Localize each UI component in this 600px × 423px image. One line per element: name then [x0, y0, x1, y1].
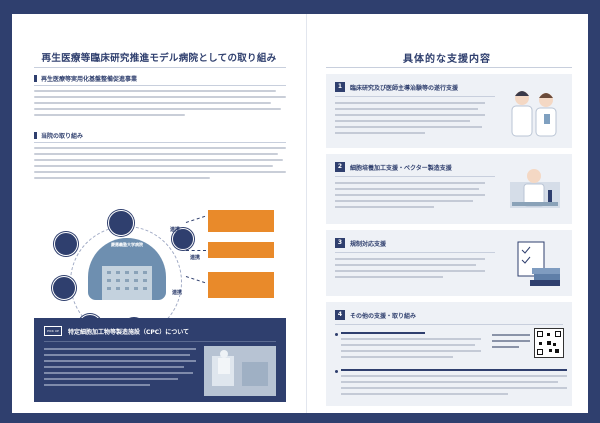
node-top — [108, 210, 134, 236]
card-1-body — [335, 102, 485, 138]
support-card-2: 2 細胞培養加工支援・ベクター製造支援 — [326, 154, 572, 224]
section-1-body — [34, 90, 286, 120]
support-card-3: 3 規制対応支援 — [326, 230, 572, 296]
cpc-rule — [44, 341, 276, 342]
section-2-body — [34, 147, 286, 183]
researchers-illustration — [511, 91, 557, 137]
card-2-rule — [335, 176, 495, 177]
cpc-title: 特定細胞加工物等製造施設（CPC）について — [68, 329, 190, 336]
qr-caption — [492, 330, 530, 358]
bullet-icon — [335, 370, 338, 373]
checklist-icon — [517, 241, 560, 286]
title-rule — [34, 67, 286, 68]
cpc-panel: PICK UP 特定細胞加工物等製造施設（CPC）について — [34, 318, 286, 402]
card-4-number: 4 — [335, 310, 345, 320]
qr-code-icon[interactable] — [534, 328, 564, 358]
partner-box-1 — [208, 210, 274, 232]
page-fold — [306, 14, 307, 413]
card-3-number: 3 — [335, 238, 345, 248]
card-4-item-1-body — [341, 332, 481, 362]
pickup-tag: PICK UP — [44, 326, 62, 336]
link-label-1: 連携 — [170, 227, 181, 233]
node-upper-right — [172, 228, 194, 250]
link-arrow-3 — [185, 276, 206, 284]
card-4-title: その他の支援・取り組み — [350, 313, 417, 320]
card-4-item-2-body — [341, 369, 567, 399]
right-page-title: 具体的な支援内容 — [403, 54, 491, 65]
card-1-rule — [335, 96, 495, 97]
card-2-body — [335, 182, 485, 212]
card-1-title: 臨床研究及び医師主導治験等の遂行支援 — [350, 85, 459, 92]
support-card-4: 4 その他の支援・取り組み — [326, 302, 572, 406]
cpc-body — [44, 348, 196, 390]
section-heading-2: 当院の取り組み — [34, 131, 286, 143]
hospital-illustration: 慶應義塾大学病院 — [88, 238, 166, 300]
card-3-body — [335, 258, 485, 282]
node-upper-left — [54, 232, 78, 256]
hospital-building — [102, 266, 152, 300]
card-3-title: 規制対応支援 — [350, 241, 387, 248]
brochure-page: 再生医療等臨床研究推進モデル病院としての取り組み 再生医療等実用化基盤整備促進事… — [12, 14, 588, 413]
card-4-rule — [335, 324, 563, 325]
card-2-title: 細胞培養加工支援・ベクター製造支援 — [350, 165, 452, 172]
right-title-rule — [326, 67, 572, 68]
card-3-rule — [335, 252, 495, 253]
lab-worker-illustration — [510, 169, 560, 208]
link-label-3: 連携 — [172, 290, 183, 296]
link-arrow-1 — [185, 215, 206, 223]
hospital-label: 慶應義塾大学病院 — [111, 242, 143, 247]
left-page-title: 再生医療等臨床研究推進モデル病院としての取り組み — [41, 53, 277, 64]
card-2-number: 2 — [335, 162, 345, 172]
card-1-number: 1 — [335, 82, 345, 92]
partner-box-2 — [208, 242, 274, 258]
link-arrow-2 — [186, 250, 206, 251]
link-label-2: 連携 — [190, 255, 201, 261]
partner-box-3 — [208, 272, 274, 298]
support-card-1: 1 臨床研究及び医師主導治験等の遂行支援 — [326, 74, 572, 148]
bullet-icon — [335, 333, 338, 336]
cpc-photo — [204, 346, 276, 396]
node-lower-left — [52, 276, 76, 300]
section-heading-1: 再生医療等実用化基盤整備促進事業 — [34, 74, 286, 86]
